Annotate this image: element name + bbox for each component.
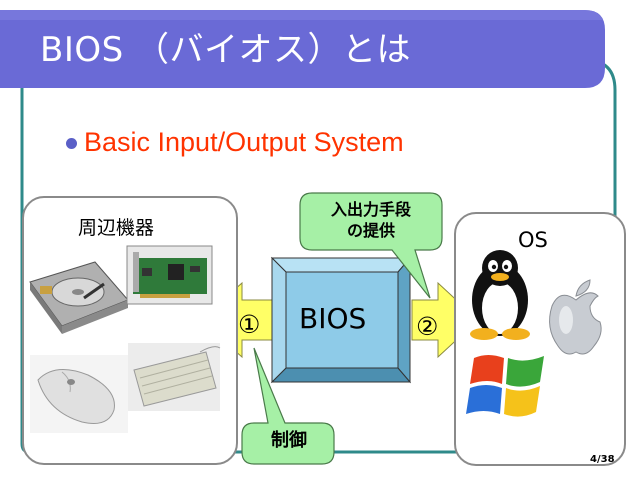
bullet-icon	[66, 138, 77, 149]
callout-top	[299, 192, 443, 299]
bios-box-label: BIOS	[299, 302, 367, 335]
callout-bottom	[241, 347, 335, 465]
windows-logo	[466, 355, 544, 417]
apple-logo	[549, 279, 602, 355]
os-label: OS	[518, 228, 548, 252]
bios-box-face	[285, 271, 399, 369]
linux-penguin-logo	[470, 250, 530, 340]
callout-bottom-text: 制御	[271, 430, 307, 451]
title-bar-highlight	[0, 10, 603, 20]
keyboard-image	[128, 343, 221, 411]
page-number: 4/38	[590, 454, 615, 465]
hard-disk-image	[29, 261, 129, 334]
arrow-left-marker: ①	[238, 310, 261, 339]
mouse-image	[30, 355, 128, 433]
title-bar	[0, 10, 605, 88]
arrow-right-marker: ②	[416, 312, 439, 341]
peripherals-label: 周辺機器	[78, 217, 155, 239]
bullet-text: Basic Input/Output System	[84, 127, 404, 157]
expansion-card-image	[126, 245, 213, 305]
slide-title: BIOS （バイオス）とは	[40, 30, 412, 70]
callout-top-text: 入出力手段 の提供	[330, 200, 411, 240]
